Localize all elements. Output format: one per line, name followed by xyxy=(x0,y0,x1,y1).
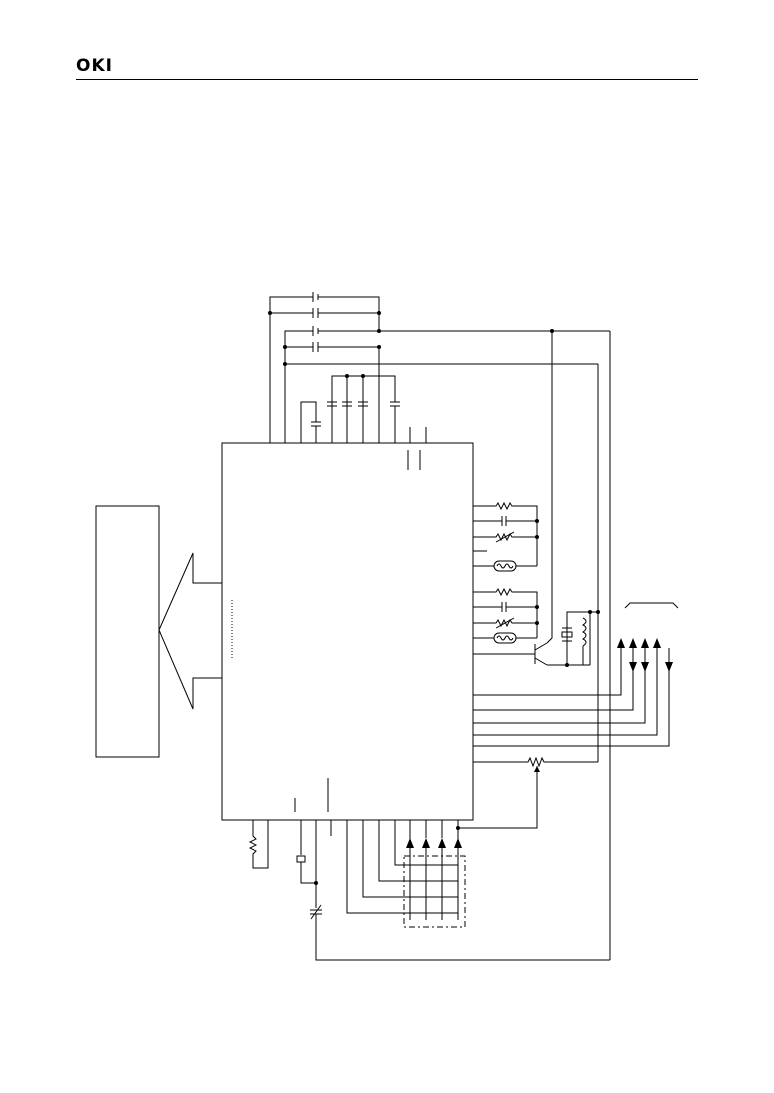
header-rule xyxy=(76,79,698,80)
display-block xyxy=(95,505,160,758)
key-matrix xyxy=(346,820,466,928)
bus-arrow xyxy=(158,552,222,710)
potentiometer xyxy=(460,756,598,829)
main-ic-block xyxy=(221,442,474,821)
oki-logo: OKI xyxy=(76,56,113,76)
decoupling-capacitors xyxy=(300,374,427,470)
transistor-buzzer-driver xyxy=(473,331,600,667)
top-supply-network xyxy=(268,292,611,960)
bottom-oscillator-and-reset xyxy=(248,778,610,961)
sensor-inputs-group-1 xyxy=(473,501,539,572)
sensor-inputs-group-2 xyxy=(473,587,539,644)
output-port-lines xyxy=(473,602,679,747)
